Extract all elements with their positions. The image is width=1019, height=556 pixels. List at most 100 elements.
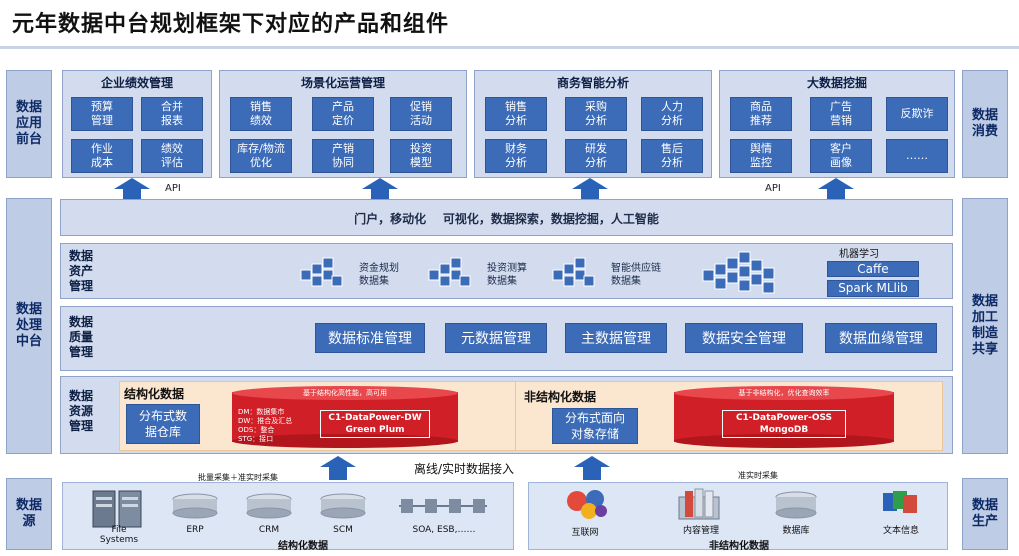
app-group: 大数据挖掘商品 推荐广告 营销反欺诈舆情 监控客户 画像 …… xyxy=(719,70,955,178)
source-content-management: 内容管理 xyxy=(682,526,719,536)
quality-item-lineage: 数据血缘管理 xyxy=(825,323,937,353)
source-database: 数据库 xyxy=(782,526,810,536)
app-tile[interactable]: 研发 分析 xyxy=(565,139,627,173)
quality-item-master: 主数据管理 xyxy=(565,323,667,353)
app-group-title: 场景化运营管理 xyxy=(300,76,385,90)
title-divider xyxy=(0,46,1019,49)
quality-item-standard: 数据标准管理 xyxy=(315,323,425,353)
app-group-title: 大数据挖掘 xyxy=(806,76,867,90)
side-label-source: 数据 源 xyxy=(6,478,52,550)
unstructured-sources-footer: 非结构化数据 xyxy=(709,541,769,552)
app-tile[interactable]: 作业 成本 xyxy=(71,139,133,173)
dataset-cube-icon xyxy=(427,256,471,290)
app-tile[interactable]: 反欺诈 xyxy=(886,97,948,131)
app-tile[interactable]: 销售 分析 xyxy=(485,97,547,131)
app-group: 企业绩效管理预算 管理合并 报表作业 成本绩效 评估 xyxy=(62,70,212,178)
crm-database-icon xyxy=(245,493,293,523)
up-arrow xyxy=(362,178,398,202)
app-tile[interactable]: 合并 报表 xyxy=(141,97,203,131)
source-soa-esb: SOA, ESB,…… xyxy=(412,525,476,535)
page-title: 元年数据中台规划框架下对应的产品和组件 xyxy=(12,12,450,37)
internet-logos-icon xyxy=(563,487,611,525)
dw-product-chip: C1-DataPower-DW Green Plum xyxy=(320,410,430,438)
ml-item-caffe: Caffe xyxy=(827,261,919,277)
soa-network-icon xyxy=(395,491,491,525)
quality-management-row: 数据 质量 管理 数据标准管理 元数据管理 主数据管理 数据安全管理 数据血缘管… xyxy=(60,306,953,371)
oss-cylinder-icon: 基于非结构化，优化查询效率 C1-DataPower-OSS MongoDB xyxy=(674,386,894,448)
data-lake-cube-icon xyxy=(701,248,781,296)
side-label-consume: 数据 消费 xyxy=(962,70,1008,178)
dataset-label-capital: 资金规划 数据集 xyxy=(359,263,399,287)
asset-row-label: 数据 资产 管理 xyxy=(69,249,94,293)
side-label-process-mid: 数据 处理 中台 xyxy=(6,198,52,454)
app-group-title: 商务智能分析 xyxy=(556,76,629,90)
ingest-left-caption: 批量采集＋准实时采集 xyxy=(198,473,278,482)
app-tile[interactable]: 广告 营销 xyxy=(810,97,872,131)
structured-data-panel: 结构化数据 分布式数 据仓库 基于结构化高性能，高可用 DM：数据集市 DW：推… xyxy=(119,381,561,451)
source-file-systems: File Systems xyxy=(99,525,139,545)
api-label-right: API xyxy=(765,183,781,194)
side-label-app-front: 数据 应用 前台 xyxy=(6,70,52,178)
asset-management-row: 数据 资产 管理 资金规划 数据集 投资测算 数据集 智能供应链 数据集 机器学… xyxy=(60,243,953,299)
resource-row-label: 数据 资源 管理 xyxy=(69,389,94,433)
portal-bar-text: 门户，移动化 可视化，数据探索，数据挖掘，人工智能 xyxy=(354,212,659,226)
app-tile[interactable]: 产品 定价 xyxy=(312,97,374,131)
dataset-label-supply-chain: 智能供应链 数据集 xyxy=(611,263,661,287)
quality-item-metadata: 元数据管理 xyxy=(445,323,547,353)
text-document-icon xyxy=(879,489,921,523)
up-arrow xyxy=(818,178,854,202)
structured-sources-panel: File Systems ERP CRM SCM SOA, ESB,…… 结构化… xyxy=(62,482,514,552)
database-icon xyxy=(773,491,819,523)
app-tile[interactable]: 预算 管理 xyxy=(71,97,133,131)
side-label-process-share: 数据 加工 制造 共享 xyxy=(962,198,1008,454)
object-storage-tile: 分布式面向 对象存储 xyxy=(552,408,638,444)
resource-management-row: 数据 资源 管理 结构化数据 分布式数 据仓库 基于结构化高性能，高可用 DM：… xyxy=(60,376,953,454)
app-tile[interactable]: …… xyxy=(886,139,948,173)
portal-bar: 门户，移动化 可视化，数据探索，数据挖掘，人工智能 xyxy=(60,199,953,236)
app-tile[interactable]: 库存/物流 优化 xyxy=(230,139,292,173)
unstructured-panel-title: 非结构化数据 xyxy=(524,390,597,404)
app-tile[interactable]: 客户 画像 xyxy=(810,139,872,173)
api-label-left: API xyxy=(165,183,181,194)
structured-sources-footer: 结构化数据 xyxy=(278,541,328,552)
app-tile[interactable]: 促销 活动 xyxy=(390,97,452,131)
app-tile[interactable]: 舆情 监控 xyxy=(730,139,792,173)
side-label-produce: 数据 生产 xyxy=(962,478,1008,550)
app-group-title: 企业绩效管理 xyxy=(100,76,173,90)
up-arrow xyxy=(574,456,610,480)
dataset-cube-icon xyxy=(299,256,343,290)
content-management-icon xyxy=(673,487,729,525)
structured-panel-title: 结构化数据 xyxy=(124,387,185,401)
app-group: 商务智能分析销售 分析采购 分析人力 分析财务 分析研发 分析售后 分析 xyxy=(474,70,712,178)
source-scm: SCM xyxy=(333,525,353,535)
ml-item-spark: Spark MLlib xyxy=(827,280,919,297)
up-arrow xyxy=(114,178,150,202)
erp-database-icon xyxy=(171,493,219,523)
dataset-label-investment: 投资测算 数据集 xyxy=(487,263,527,287)
app-tile[interactable]: 人力 分析 xyxy=(641,97,703,131)
app-tile[interactable]: 商品 推荐 xyxy=(730,97,792,131)
app-tile[interactable]: 销售 绩效 xyxy=(230,97,292,131)
app-tile[interactable]: 采购 分析 xyxy=(565,97,627,131)
oss-product-chip: C1-DataPower-OSS MongoDB xyxy=(722,410,846,438)
oss-cylinder-caption: 基于非结构化，优化查询效率 xyxy=(738,389,830,397)
dw-cylinder-icon: 基于结构化高性能，高可用 DM：数据集市 DW：推合及汇总 ODS：整合 STG… xyxy=(232,386,458,448)
app-tile[interactable]: 财务 分析 xyxy=(485,139,547,173)
app-tile[interactable]: 绩效 评估 xyxy=(141,139,203,173)
distributed-warehouse-tile: 分布式数 据仓库 xyxy=(126,404,200,444)
quality-item-security: 数据安全管理 xyxy=(685,323,803,353)
unstructured-sources-panel: 互联网 内容管理 数据库 文本信息 非结构化数据 xyxy=(528,482,948,552)
scm-database-icon xyxy=(319,493,367,523)
dataset-cube-icon xyxy=(551,256,595,290)
ml-title: 机器学习 xyxy=(839,249,879,260)
app-tile[interactable]: 售后 分析 xyxy=(641,139,703,173)
ingest-right-caption: 准实时采集 xyxy=(738,471,778,480)
up-arrow xyxy=(572,178,608,202)
source-crm: CRM xyxy=(258,525,280,535)
unstructured-data-panel: 非结构化数据 分布式面向 对象存储 基于非结构化，优化查询效率 C1-DataP… xyxy=(515,381,943,451)
ingest-label: 离线/实时数据接入 xyxy=(414,462,515,476)
up-arrow xyxy=(320,456,356,480)
app-tile[interactable]: 产销 协同 xyxy=(312,139,374,173)
file-server-icon xyxy=(91,489,143,529)
app-tile[interactable]: 投资 模型 xyxy=(390,139,452,173)
